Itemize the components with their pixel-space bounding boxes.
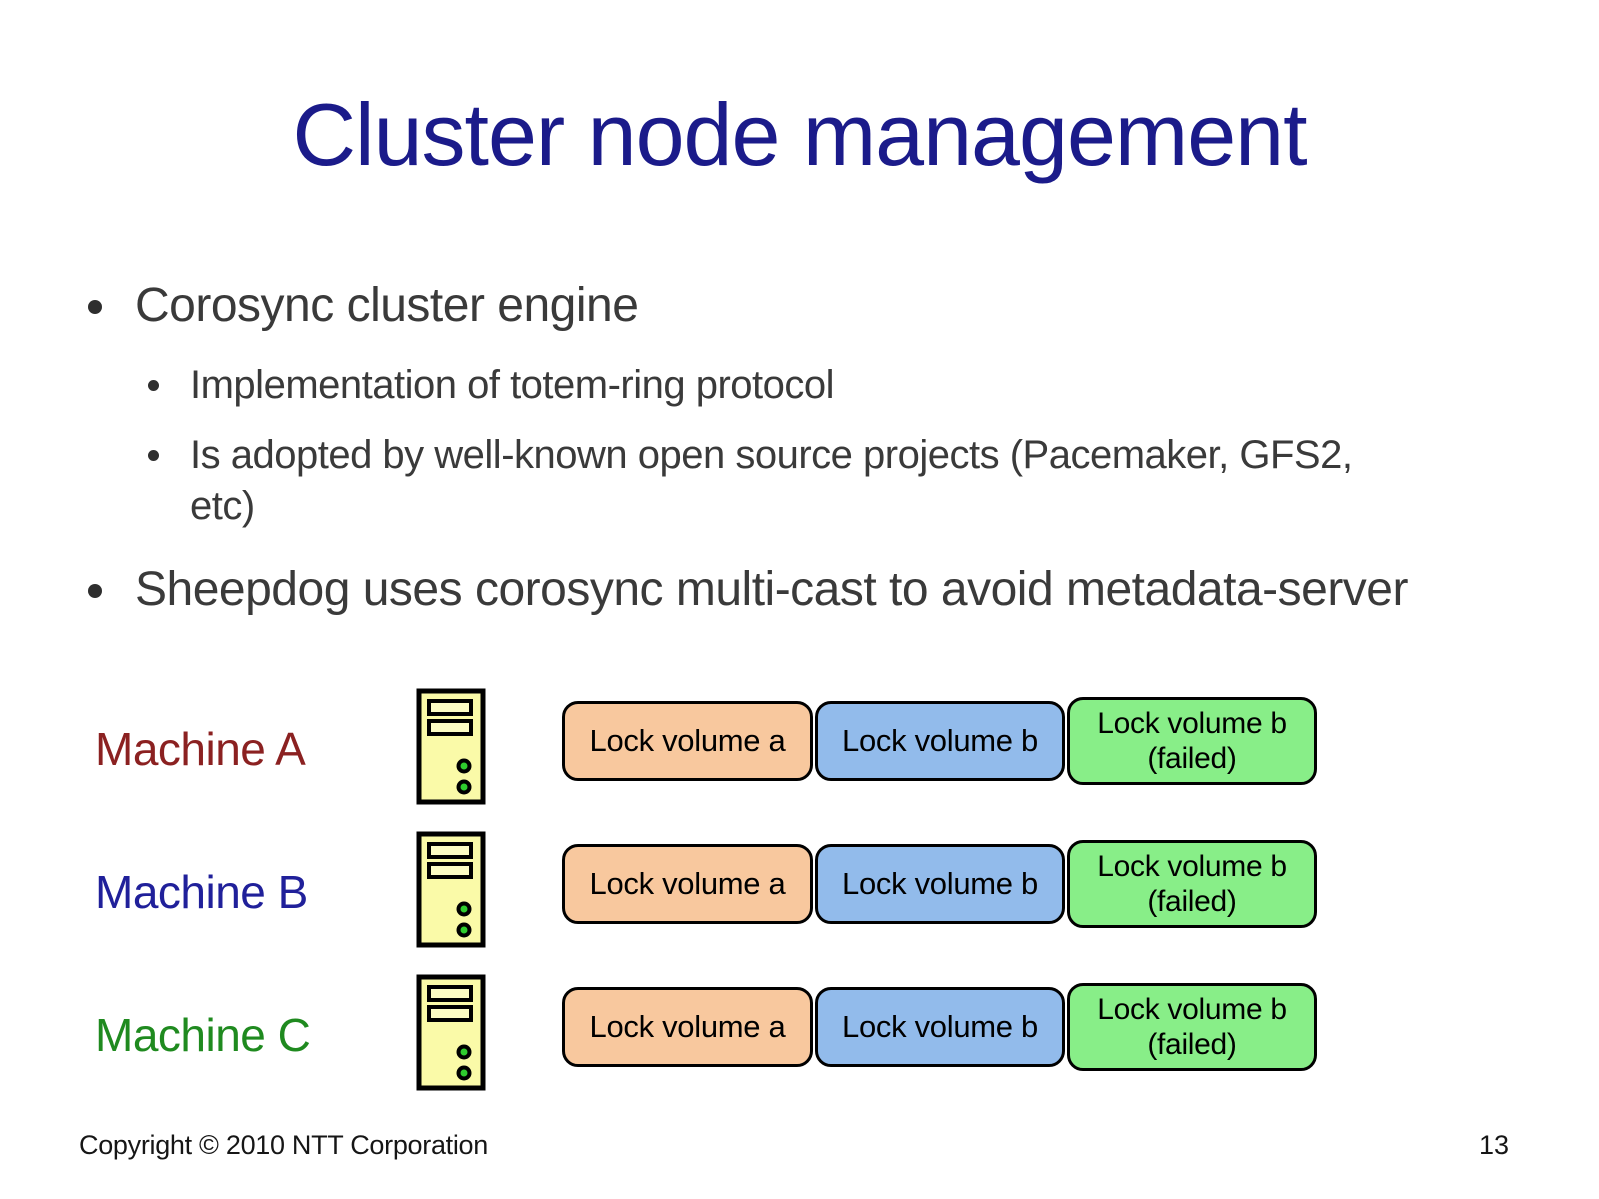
drive-bay-icon — [427, 699, 473, 716]
drive-bay-icon — [427, 1005, 473, 1022]
lock-volume-a-box: Lock volume a — [562, 844, 813, 924]
drive-bay-icon — [427, 842, 473, 859]
page-number: 13 — [1478, 1130, 1509, 1160]
bullet-text: Implementation of totem-ring protocol — [190, 363, 835, 407]
lock-volume-a-box: Lock volume a — [562, 701, 813, 781]
bullet-sheepdog-multicast: Sheepdog uses corosync multi-cast to avo… — [88, 562, 1408, 619]
led-light — [460, 1069, 468, 1077]
led-light — [460, 1048, 468, 1056]
lock-volume-a-box: Lock volume a — [562, 987, 813, 1067]
led-light — [460, 762, 468, 770]
lock-volume-b-box: Lock volume b — [815, 844, 1065, 924]
bullet-dot — [148, 380, 159, 391]
bullet-open-source-projects: Is adopted by well-known open source pro… — [148, 430, 1420, 532]
computer-tower-icon — [416, 974, 486, 1091]
machine-b-label: Machine B — [95, 866, 308, 918]
lock-volume-b-failed-box: Lock volume b (failed) — [1067, 697, 1317, 785]
led-light — [460, 905, 468, 913]
led-light — [460, 783, 468, 791]
drive-bay-icon — [427, 719, 473, 736]
led-light — [460, 926, 468, 934]
bullet-corosync: Corosync cluster engine — [88, 278, 639, 335]
machine-c-label: Machine C — [95, 1009, 311, 1061]
bullet-text: Sheepdog uses corosync multi-cast to avo… — [135, 563, 1408, 616]
footer-copyright: Copyright © 2010 NTT Corporation — [79, 1130, 488, 1160]
bullet-dot — [148, 450, 159, 461]
lock-volume-b-failed-box: Lock volume b (failed) — [1067, 840, 1317, 928]
machine-a-label: Machine A — [95, 723, 306, 775]
bullet-dot — [88, 300, 102, 314]
bullet-text: Corosync cluster engine — [135, 279, 639, 332]
lock-volume-b-failed-box: Lock volume b (failed) — [1067, 983, 1317, 1071]
slide-title: Cluster node management — [292, 85, 1307, 184]
drive-bay-icon — [427, 862, 473, 879]
lock-volume-b-box: Lock volume b — [815, 987, 1065, 1067]
drive-bay-icon — [427, 985, 473, 1002]
computer-tower-icon — [416, 831, 486, 948]
computer-tower-icon — [416, 688, 486, 805]
bullet-dot — [88, 584, 102, 598]
bullet-text: Is adopted by well-known open source pro… — [190, 433, 1353, 529]
lock-volume-b-box: Lock volume b — [815, 701, 1065, 781]
bullet-totem-ring: Implementation of totem-ring protocol — [148, 360, 835, 411]
